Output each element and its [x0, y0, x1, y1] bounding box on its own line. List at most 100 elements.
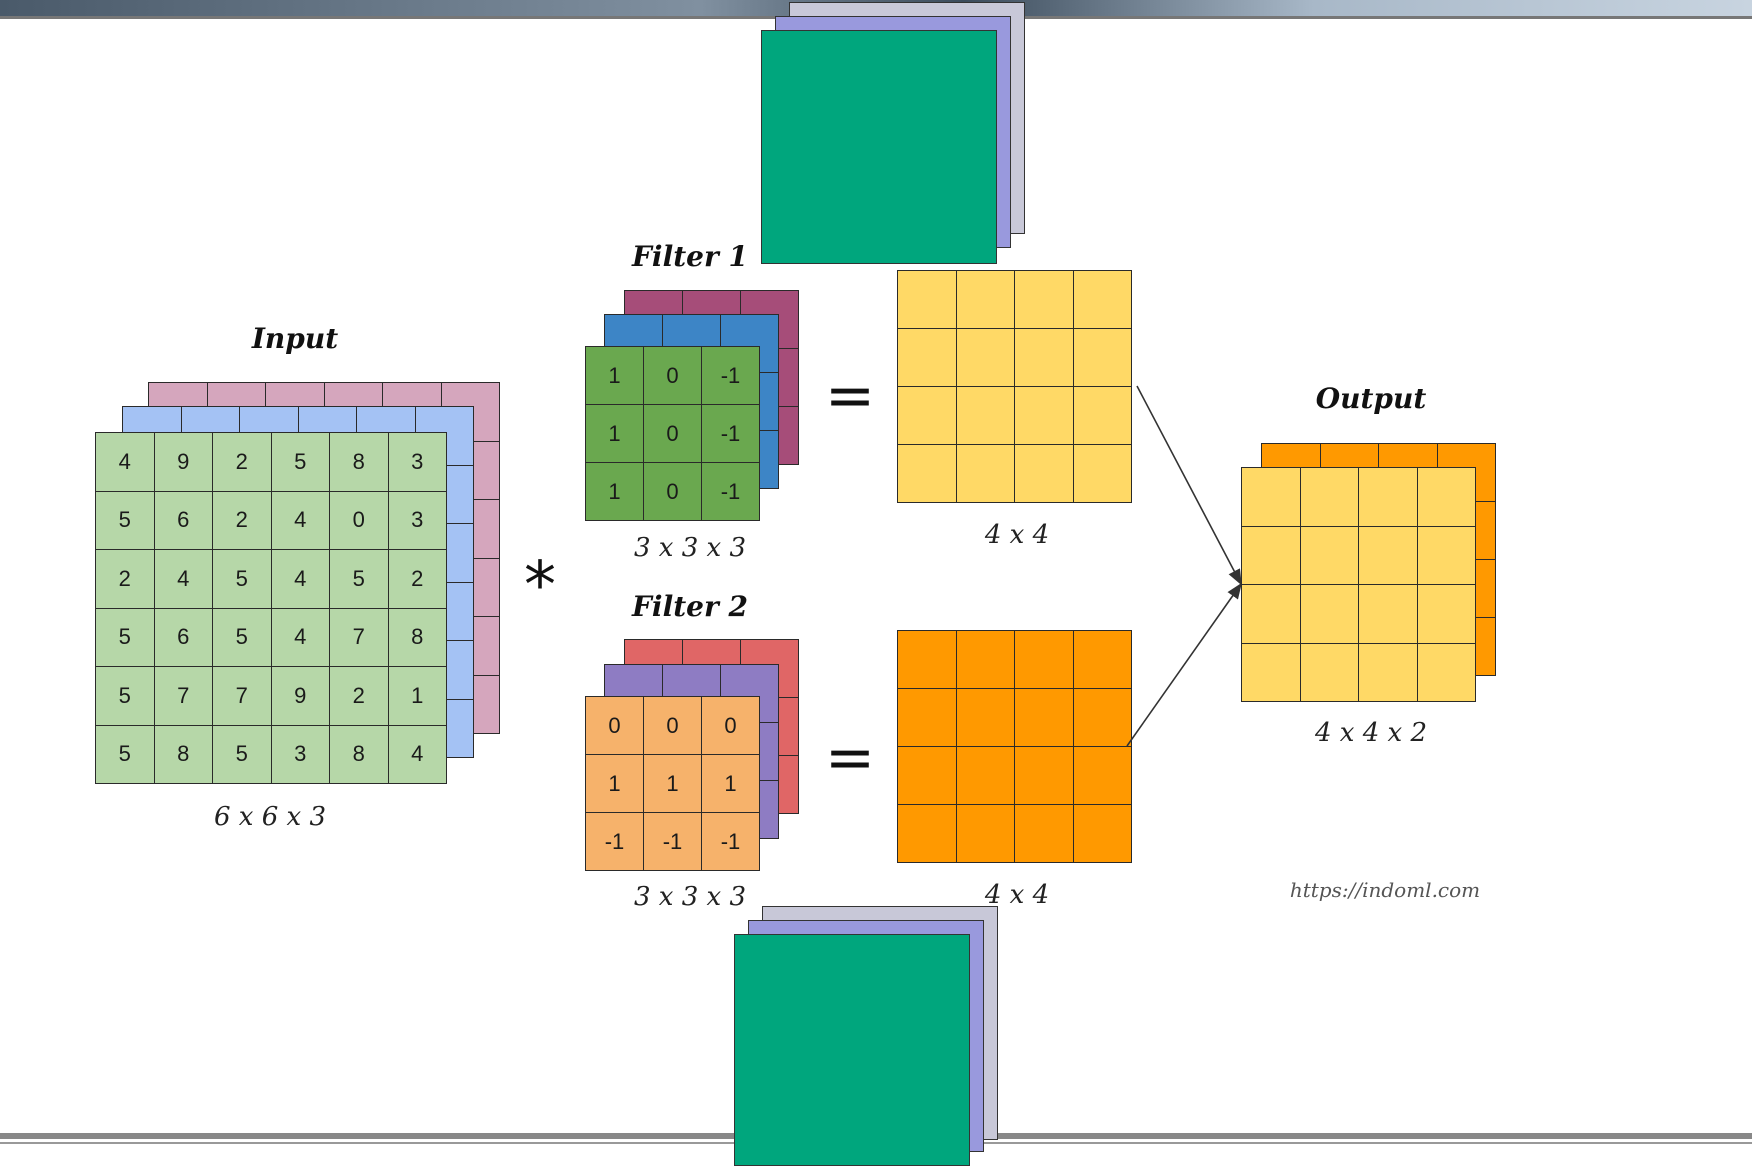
grid-cell: [956, 805, 1015, 863]
grid-cell: [1015, 445, 1074, 503]
grid-cell: [956, 387, 1015, 445]
grid-cell-value: 8: [154, 725, 213, 784]
grid-cell-value: 5: [271, 433, 330, 492]
grid-cell: [1015, 747, 1074, 805]
filter1-dims-label: 3 x 3 x 3: [633, 533, 746, 563]
result2-feature-map: [897, 630, 1132, 863]
grid-cell: [1359, 643, 1418, 702]
grid-cell-value: 4: [271, 550, 330, 609]
grid-cell: [1073, 387, 1132, 445]
grid-cell: [1359, 526, 1418, 585]
grid-cell-value: -1: [702, 347, 760, 405]
grid-cell-value: -1: [586, 813, 644, 871]
grid-cell: [956, 689, 1015, 747]
grid-cell: [1073, 631, 1132, 689]
grid-cell-value: 0: [702, 697, 760, 755]
grid-cell: [1417, 585, 1476, 644]
equals-sign-1: =: [824, 361, 876, 431]
filter2-title: Filter 2: [632, 590, 748, 623]
grid-cell: [1300, 585, 1359, 644]
grid-cell-value: -1: [702, 813, 760, 871]
grid-cell-value: 9: [154, 433, 213, 492]
grid-cell: [898, 805, 957, 863]
grid-cell-value: 9: [271, 667, 330, 726]
grid-cell-value: 3: [388, 491, 447, 550]
grid-cell-value: 0: [644, 697, 702, 755]
grid-cell-value: 5: [213, 608, 272, 667]
grid-cell: [1015, 387, 1074, 445]
grid-cell-value: 1: [702, 755, 760, 813]
grid-cell-value: -1: [702, 405, 760, 463]
grid-cell-value: 5: [96, 667, 155, 726]
grid-cell: [1417, 526, 1476, 585]
grid-cell-value: 4: [154, 550, 213, 609]
grid-cell: [1359, 468, 1418, 527]
grid-cell-value: 4: [96, 433, 155, 492]
grid-cell-value: 1: [586, 347, 644, 405]
grid-cell: [1300, 468, 1359, 527]
grid-cell: [1242, 468, 1301, 527]
grid-cell-value: 8: [330, 725, 389, 784]
grid-cell-value: 6: [154, 608, 213, 667]
grid-cell-value: 5: [213, 725, 272, 784]
grid-cell-value: 2: [330, 667, 389, 726]
grid-cell-value: 5: [330, 550, 389, 609]
grid-cell-value: 4: [271, 608, 330, 667]
grid-cell: [1015, 271, 1074, 329]
grid-cell: [1242, 643, 1301, 702]
grid-cell-value: 3: [388, 433, 447, 492]
result2-dims-label: 4 x 4: [984, 880, 1050, 910]
grid-cell: [1015, 805, 1074, 863]
grid-cell: [1073, 445, 1132, 503]
grid-cell-value: 1: [586, 755, 644, 813]
grid-cell-value: 0: [644, 405, 702, 463]
grid-cell-value: 5: [213, 550, 272, 609]
input-dims-label: 6 x 6 x 3: [213, 802, 326, 832]
grid-cell-value: 7: [154, 667, 213, 726]
grid-cell: [898, 689, 957, 747]
output-dims-label: 4 x 4 x 2: [1314, 718, 1427, 748]
result1-dims-label: 4 x 4: [984, 520, 1050, 550]
grid-cell-value: 0: [644, 463, 702, 521]
grid-cell-value: 4: [388, 725, 447, 784]
grid-cell-value: 5: [96, 725, 155, 784]
grid-cell: [1242, 585, 1301, 644]
grid-cell-value: 8: [330, 433, 389, 492]
arrow-result2-to-output: [1126, 582, 1242, 747]
grid-cell-value: 0: [330, 491, 389, 550]
grid-cell: [1073, 329, 1132, 387]
grid-cell: [1242, 526, 1301, 585]
arrow-result1-to-output: [1136, 385, 1242, 586]
grid-cell: [1300, 526, 1359, 585]
grid-cell: [956, 329, 1015, 387]
grid-cell: [1417, 468, 1476, 527]
grid-cell-value: 2: [213, 491, 272, 550]
grid-cell: [1073, 689, 1132, 747]
output-channel-1: [1241, 467, 1476, 702]
grid-cell-value: 3: [271, 725, 330, 784]
watermark-url: https://indoml.com: [1289, 878, 1481, 902]
grid-cell-value: 5: [96, 608, 155, 667]
grid-cell: [1073, 805, 1132, 863]
grid-cell-value: 7: [330, 608, 389, 667]
grid-cell: [1015, 631, 1074, 689]
grid-cell: [1300, 643, 1359, 702]
grid-cell-value: 7: [213, 667, 272, 726]
grid-cell-value: 1: [586, 405, 644, 463]
grid-cell: [956, 271, 1015, 329]
filter1-title: Filter 1: [632, 240, 748, 273]
grid-cell: [898, 631, 957, 689]
grid-cell: [956, 747, 1015, 805]
output-title: Output: [1315, 382, 1427, 415]
equals-sign-2: =: [824, 723, 876, 793]
top-slide-front: [761, 30, 997, 264]
grid-cell-value: 0: [586, 697, 644, 755]
grid-cell: [898, 329, 957, 387]
grid-cell-value: 2: [388, 550, 447, 609]
grid-cell: [1015, 329, 1074, 387]
grid-cell: [898, 271, 957, 329]
grid-cell-value: 2: [213, 433, 272, 492]
